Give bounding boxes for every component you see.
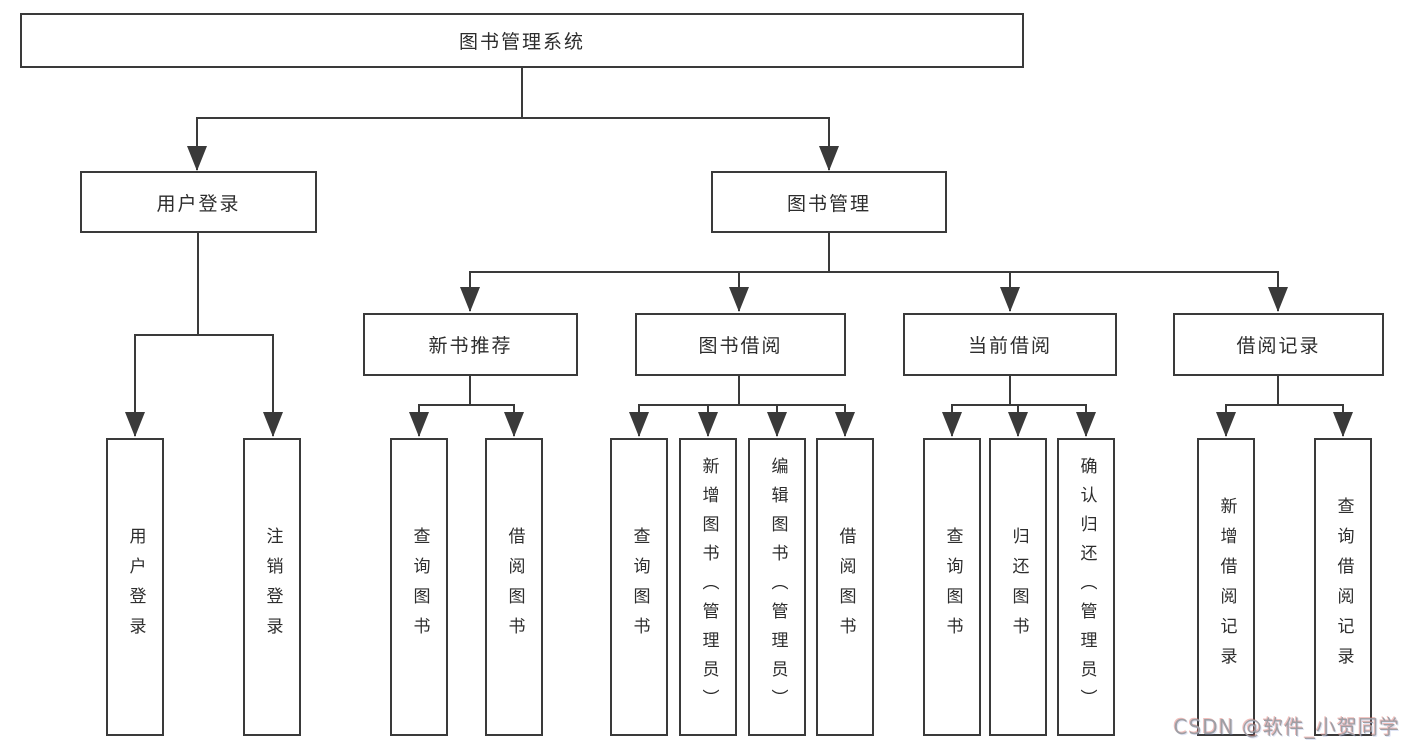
leaf-query-books-borrow-label: 查询图书 bbox=[629, 527, 650, 647]
node-book-borrow: 图书借阅 bbox=[635, 313, 846, 376]
leaf-edit-book-admin: 编辑图书（管理员） bbox=[748, 438, 806, 736]
leaf-add-book-admin: 新增图书（管理员） bbox=[679, 438, 737, 736]
leaf-confirm-return-admin-label: 确认归还（管理员） bbox=[1076, 456, 1097, 718]
node-book-borrow-label: 图书借阅 bbox=[698, 335, 783, 357]
leaf-query-books-current: 查询图书 bbox=[923, 438, 981, 736]
leaf-edit-book-admin-label: 编辑图书（管理员） bbox=[767, 456, 788, 718]
leaf-query-books-borrow: 查询图书 bbox=[610, 438, 668, 736]
leaf-query-borrow-record-label: 查询借阅记录 bbox=[1333, 497, 1354, 677]
node-user-login-label: 用户登录 bbox=[156, 192, 241, 215]
leaf-query-books-newrec-label: 查询图书 bbox=[409, 527, 430, 647]
node-borrow-records-label: 借阅记录 bbox=[1236, 335, 1321, 357]
node-new-book-recommend: 新书推荐 bbox=[363, 313, 578, 376]
node-book-management-label: 图书管理 bbox=[786, 192, 871, 215]
leaf-borrow-books-newrec: 借阅图书 bbox=[485, 438, 543, 736]
csdn-watermark: CSDN @软件_小贺同学 bbox=[1173, 715, 1400, 739]
leaf-user-login: 用户登录 bbox=[106, 438, 164, 736]
leaf-query-books-newrec: 查询图书 bbox=[390, 438, 448, 736]
node-root-label: 图书管理系统 bbox=[458, 31, 585, 53]
leaf-user-login-label: 用户登录 bbox=[125, 527, 146, 647]
leaf-query-borrow-record: 查询借阅记录 bbox=[1314, 438, 1372, 736]
leaf-borrow-books-borrow: 借阅图书 bbox=[816, 438, 874, 736]
leaf-borrow-books-newrec-label: 借阅图书 bbox=[504, 527, 525, 647]
leaf-return-books-label: 归还图书 bbox=[1008, 527, 1029, 647]
leaf-add-borrow-record: 新增借阅记录 bbox=[1197, 438, 1255, 736]
leaf-return-books: 归还图书 bbox=[989, 438, 1047, 736]
node-new-book-recommend-label: 新书推荐 bbox=[428, 335, 513, 357]
leaf-logout: 注销登录 bbox=[243, 438, 301, 736]
node-borrow-records: 借阅记录 bbox=[1173, 313, 1384, 376]
node-current-borrow: 当前借阅 bbox=[903, 313, 1117, 376]
leaf-borrow-books-borrow-label: 借阅图书 bbox=[835, 527, 856, 647]
leaf-add-book-admin-label: 新增图书（管理员） bbox=[698, 456, 719, 718]
leaf-query-books-current-label: 查询图书 bbox=[942, 527, 963, 647]
leaf-logout-label: 注销登录 bbox=[262, 527, 283, 647]
node-root-system: 图书管理系统 bbox=[20, 13, 1024, 68]
node-user-login: 用户登录 bbox=[80, 171, 317, 233]
leaf-confirm-return-admin: 确认归还（管理员） bbox=[1057, 438, 1115, 736]
leaf-add-borrow-record-label: 新增借阅记录 bbox=[1216, 497, 1237, 677]
node-book-management: 图书管理 bbox=[711, 171, 947, 233]
node-current-borrow-label: 当前借阅 bbox=[967, 335, 1052, 357]
